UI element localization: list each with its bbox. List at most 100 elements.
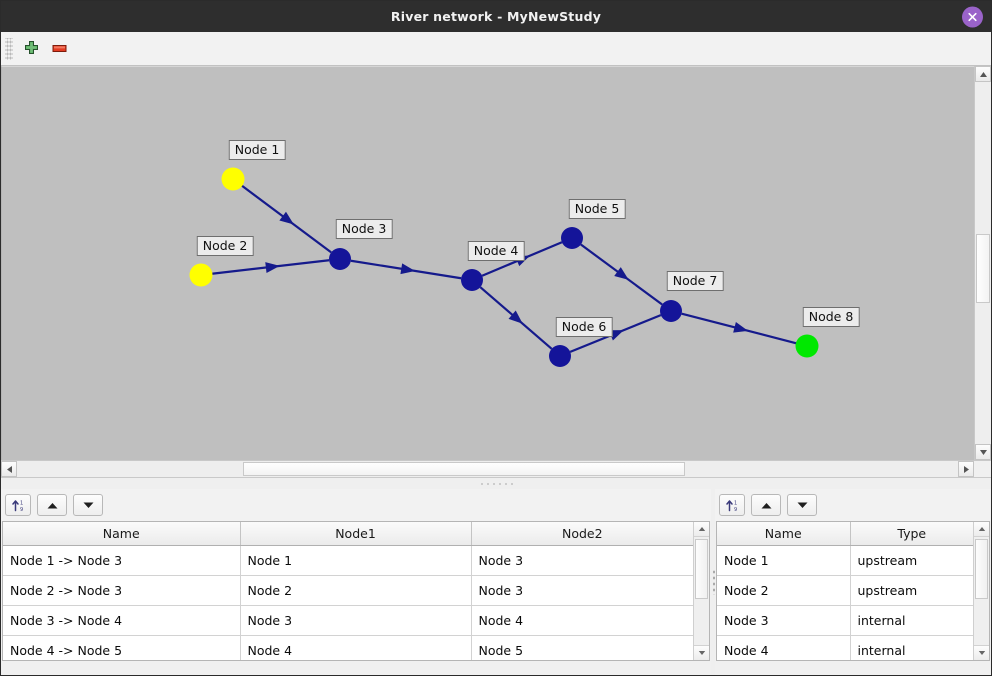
graph-node-node5[interactable] bbox=[561, 227, 583, 249]
reaches-cell-name[interactable]: Node 1 -> Node 3 bbox=[3, 545, 241, 576]
node-label-node1[interactable]: Node 1 bbox=[228, 140, 286, 160]
canvas-horizontal-scrollbar[interactable] bbox=[1, 460, 991, 477]
nodes-table-scrollbar[interactable] bbox=[973, 522, 989, 660]
graph-node-node3[interactable] bbox=[329, 248, 351, 270]
nodes-column-header-name[interactable]: Name bbox=[717, 522, 851, 546]
scroll-right-button[interactable] bbox=[958, 461, 974, 477]
nodes-group bbox=[189, 167, 819, 367]
vertical-splitter[interactable] bbox=[711, 489, 715, 675]
node-label-node5[interactable]: Node 5 bbox=[568, 199, 626, 219]
canvas-vscroll-track[interactable] bbox=[975, 82, 991, 444]
reaches-scroll-down-button[interactable] bbox=[694, 645, 709, 660]
reaches-cell-node1[interactable]: Node 1 bbox=[240, 545, 472, 576]
nodes-pane: 1 9 bbox=[715, 489, 991, 675]
toolbar-grip[interactable] bbox=[5, 37, 13, 60]
reaches-scroll-up-button[interactable] bbox=[694, 522, 709, 537]
reaches-cell-node2[interactable]: Node 3 bbox=[471, 575, 694, 606]
graph-node-node6[interactable] bbox=[549, 345, 571, 367]
nodes-move-down-button[interactable] bbox=[787, 494, 817, 516]
nodes-cell-type[interactable]: internal bbox=[850, 635, 973, 660]
node-label-node8[interactable]: Node 8 bbox=[802, 307, 860, 327]
reaches-cell-node1[interactable]: Node 2 bbox=[240, 575, 472, 606]
nodes-scroll-down-button[interactable] bbox=[974, 645, 989, 660]
canvas-hscroll-thumb[interactable] bbox=[242, 462, 686, 476]
reaches-cell-node2[interactable]: Node 3 bbox=[471, 545, 694, 576]
reaches-cell-node2[interactable]: Node 4 bbox=[471, 605, 694, 636]
scroll-up-button[interactable] bbox=[975, 66, 991, 82]
nodes-move-up-button[interactable] bbox=[751, 494, 781, 516]
reaches-pane-footer bbox=[1, 661, 711, 675]
node-label-node2[interactable]: Node 2 bbox=[196, 236, 254, 256]
graph-node-node7[interactable] bbox=[660, 300, 682, 322]
scroll-left-button[interactable] bbox=[1, 461, 17, 477]
reaches-toolbar: 1 9 bbox=[1, 489, 711, 521]
node-label-node6[interactable]: Node 6 bbox=[555, 317, 613, 337]
reaches-cell-name[interactable]: Node 2 -> Node 3 bbox=[3, 575, 241, 606]
horizontal-splitter[interactable] bbox=[1, 477, 991, 489]
nodes-cell-name[interactable]: Node 1 bbox=[717, 545, 851, 576]
nodes-sort-button[interactable]: 1 9 bbox=[719, 494, 745, 516]
triangle-left-icon bbox=[6, 465, 12, 473]
remove-node-button[interactable] bbox=[45, 35, 73, 63]
scroll-down-button[interactable] bbox=[975, 444, 991, 460]
reaches-column-header-node2[interactable]: Node2 bbox=[471, 522, 694, 546]
splitter-grip-icon bbox=[479, 481, 513, 486]
graph-node-node4[interactable] bbox=[461, 269, 483, 291]
reaches-cell-node1[interactable]: Node 3 bbox=[240, 605, 472, 636]
nodes-cell-name[interactable]: Node 4 bbox=[717, 635, 851, 660]
network-diagram[interactable]: Node 1 Node 2 Node 3 Node 4 Node 5 Node 6 Node… bbox=[1, 66, 974, 460]
nodes-cell-name[interactable]: Node 2 bbox=[717, 575, 851, 606]
node-label-node4[interactable]: Node 4 bbox=[467, 241, 525, 261]
triangle-down-icon bbox=[797, 502, 807, 508]
canvas-vertical-scrollbar[interactable] bbox=[974, 66, 991, 460]
nodes-scroll-track[interactable] bbox=[974, 537, 989, 645]
canvas-vscroll-thumb[interactable] bbox=[976, 234, 990, 303]
reaches-scroll-thumb[interactable] bbox=[695, 539, 709, 600]
red-minus-icon bbox=[52, 45, 66, 52]
reaches-sort-button[interactable]: 1 9 bbox=[5, 494, 31, 516]
reaches-cell-node1[interactable]: Node 4 bbox=[240, 635, 472, 660]
close-window-button[interactable] bbox=[962, 6, 983, 27]
nodes-cell-type[interactable]: upstream bbox=[850, 575, 973, 606]
reaches-column-header-node1[interactable]: Node1 bbox=[240, 522, 472, 546]
reaches-cell-name[interactable]: Node 4 -> Node 5 bbox=[3, 635, 241, 660]
canvas-hscroll-track[interactable] bbox=[17, 461, 958, 477]
reaches-table-scrollbar[interactable] bbox=[693, 522, 709, 660]
reaches-move-up-button[interactable] bbox=[37, 494, 67, 516]
nodes-cell-type[interactable]: internal bbox=[850, 605, 973, 636]
nodes-scroll-up-button[interactable] bbox=[974, 522, 989, 537]
node-label-node3[interactable]: Node 3 bbox=[335, 219, 393, 239]
nodes-column-header-type[interactable]: Type bbox=[850, 522, 973, 546]
nodes-cell-type[interactable]: upstream bbox=[850, 545, 973, 576]
add-node-button[interactable] bbox=[17, 35, 45, 63]
node-label-node7[interactable]: Node 7 bbox=[666, 271, 724, 291]
reaches-column-header-name[interactable]: Name bbox=[3, 522, 241, 546]
edge-arrow-icon bbox=[508, 310, 523, 324]
reaches-cell-name[interactable]: Node 3 -> Node 4 bbox=[3, 605, 241, 636]
graph-node-node8[interactable] bbox=[795, 334, 819, 358]
reaches-cell-node2[interactable]: Node 5 bbox=[471, 635, 694, 660]
green-plus-icon bbox=[24, 41, 38, 54]
graph-node-node1[interactable] bbox=[221, 167, 245, 191]
graph-node-node2[interactable] bbox=[189, 263, 213, 287]
main-toolbar bbox=[1, 32, 991, 66]
nodes-toolbar: 1 9 bbox=[715, 489, 991, 521]
window-title: River network - MyNewStudy bbox=[390, 9, 602, 24]
triangle-up-icon bbox=[47, 502, 57, 508]
nodes-scroll-thumb[interactable] bbox=[975, 539, 988, 600]
reaches-scroll-track[interactable] bbox=[694, 537, 709, 645]
nodes-cell-name[interactable]: Node 3 bbox=[717, 605, 851, 636]
reaches-move-down-button[interactable] bbox=[73, 494, 103, 516]
